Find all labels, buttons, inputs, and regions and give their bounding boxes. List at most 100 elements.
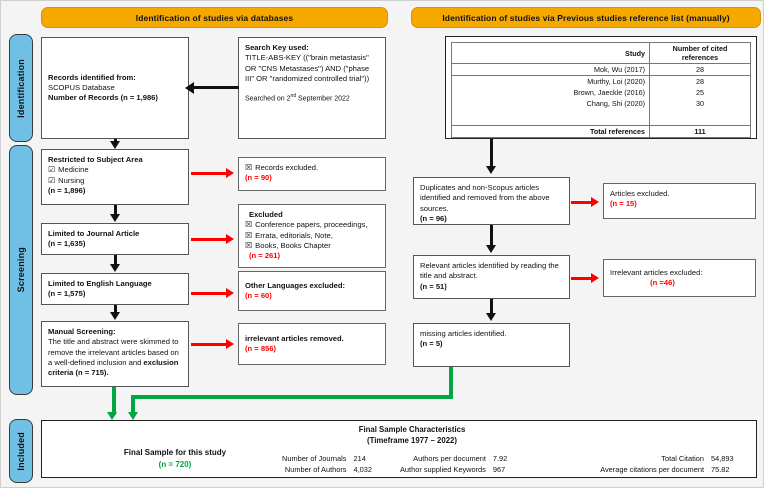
arrowhead-right <box>226 287 234 298</box>
connector-relevant-to-excluded <box>571 277 593 280</box>
stage-screening-text: Screening <box>16 247 26 293</box>
checked-box-icon: ☑ <box>48 165 56 175</box>
stat-label: Number of Authors <box>284 465 347 475</box>
records-identified-source: SCOPUS Database <box>48 82 115 92</box>
arrowhead-down <box>486 313 496 321</box>
box-manual-screening: Manual Screening: The title and abstract… <box>41 321 189 387</box>
records-excluded-count: (n = 90) <box>245 173 272 183</box>
journal-article-title: Limited to Journal Article <box>48 229 140 238</box>
stage-label-screening: Screening <box>9 145 33 395</box>
subject-area-title: Restricted to Subject Area <box>48 155 143 164</box>
subject-area-item-0: Medicine <box>58 165 89 175</box>
excluded-types-item-0: Conference papers, proceedings, <box>255 220 368 230</box>
other-languages-label: Other Languages excluded: <box>245 280 346 290</box>
final-sample-panel: Final Sample for this study (n = 720) Fi… <box>41 420 757 478</box>
stat-label: Author supplied Keywords <box>400 465 486 475</box>
table-header-row: Study Number of cited references <box>451 42 751 64</box>
articles-excluded-label: Articles excluded. <box>610 189 670 198</box>
stat-value: 75.82 <box>711 465 730 475</box>
box-irrelevant-removed: irrelevant articles removed. (n = 856) <box>238 323 386 365</box>
arrowhead-right <box>226 167 234 178</box>
english-language-count: (n = 1,575) <box>48 289 86 299</box>
box-articles-excluded: Articles excluded. (n = 15) <box>603 183 756 219</box>
stat-value: 4,032 <box>353 465 373 475</box>
stat-label: Average citations per document <box>600 465 704 475</box>
box-duplicates-removed: Duplicates and non-Scopus articles ident… <box>413 177 570 225</box>
stat-group-3: Total Citation Average citations per doc… <box>507 453 748 475</box>
arrowhead-down <box>486 166 496 174</box>
arrowhead-down <box>109 264 120 272</box>
checked-box-icon: ☑ <box>48 175 56 185</box>
final-title-line2: (Timeframe 1977 – 2022) <box>366 435 457 445</box>
stage-label-included: Included <box>9 419 33 483</box>
connector-english-to-excluded <box>191 292 227 295</box>
stage-identification-text: Identification <box>16 58 26 118</box>
reference-table-wrapper: Study Number of cited references Mok, Wu… <box>445 36 757 139</box>
cell-cited: 30 <box>649 98 751 109</box>
records-identified-count: Number of Records (n = 1,986) <box>48 93 158 103</box>
connector-journal-to-english <box>113 255 117 265</box>
cell-cited: 28 <box>649 63 751 76</box>
arrowhead-down <box>109 141 120 149</box>
connector-manual-to-removed <box>191 343 227 346</box>
excluded-types-list: ☒Conference papers, proceedings, ☒Errata… <box>245 220 379 251</box>
cell-study: Mok, Wu (2017) <box>451 63 650 76</box>
excluded-types-count: (n = 261) <box>249 251 281 260</box>
journal-article-count: (n = 1,635) <box>48 239 86 249</box>
records-excluded-list: ☒Records excluded. <box>245 163 379 173</box>
table-row: Brown, Jaeckle (2016) 25 <box>451 87 751 98</box>
manual-screening-title: Manual Screening: <box>48 327 116 336</box>
box-irrelevant-excluded: Irrelevant articles excluded: (n =46) <box>603 259 756 297</box>
excluded-types-title: Excluded <box>249 210 283 219</box>
arrowhead-left <box>185 81 194 94</box>
header-databases-label: Identification of studies via databases <box>135 12 294 23</box>
list-item: ☒Books, Books Chapter <box>245 241 379 251</box>
list-item: ☒Records excluded. <box>245 163 379 173</box>
crossed-box-icon: ☒ <box>245 240 253 250</box>
search-key-body: TITLE-ABS-KEY (("brain metastasis" OR "C… <box>245 53 370 83</box>
search-key-date-prefix: Searched on 2 <box>245 95 291 103</box>
search-key-date-rest: September 2022 <box>296 95 350 103</box>
stat-value: 54,893 <box>711 454 734 463</box>
irrelevant-removed-label: irrelevant articles removed. <box>245 333 344 343</box>
stat-group-2: Authors per document Author supplied Key… <box>400 453 507 475</box>
duplicates-body: Duplicates and non-Scopus articles ident… <box>420 183 550 213</box>
stat-label: Total Citation <box>661 454 704 463</box>
irrelevant-excluded-count: (n =46) <box>650 278 675 287</box>
search-key-date: Searched on 2nd September 2022 <box>245 93 379 104</box>
manual-screening-body: The title and abstract were skimmed to r… <box>48 337 182 378</box>
column-header-study: Study <box>451 42 650 64</box>
box-relevant-articles: Relevant articles identified by reading … <box>413 255 570 299</box>
stage-label-identification: Identification <box>9 34 33 142</box>
arrowhead-right <box>226 233 234 244</box>
column-header-cited: Number of cited references <box>649 42 751 64</box>
relevant-count: (n = 51) <box>420 281 447 291</box>
records-identified-title: Records identified from: <box>48 72 136 82</box>
final-sample-left: Final Sample for this study (n = 720) <box>90 447 260 471</box>
table-row: Chang, Shi (2020) 30 <box>451 98 751 109</box>
green-connector-manual-to-final <box>112 387 116 415</box>
excluded-types-item-1: Errata, editorials, Note, <box>255 230 333 240</box>
list-item: ☒Conference papers, proceedings, <box>245 220 379 230</box>
cell-study: Chang, Shi (2020) <box>451 98 650 109</box>
table-row: Murthy, Loi (2020) 28 <box>451 75 751 87</box>
cell-cited: 25 <box>649 87 751 98</box>
green-connector-horizontal <box>131 395 453 399</box>
subject-area-list: ☑Medicine ☑Nursing <box>48 165 182 186</box>
arrowhead-down <box>486 245 496 253</box>
connector-duplicates-to-relevant <box>490 225 493 247</box>
final-sample-count: (n = 720) <box>158 460 192 469</box>
stat-label: Number of Journals <box>282 454 347 463</box>
stat-value: 214 <box>353 454 366 463</box>
reference-table: Study Number of cited references Mok, Wu… <box>451 42 751 138</box>
arrowhead-right <box>591 196 599 207</box>
irrelevant-excluded-label: Irrelevant articles excluded: <box>610 267 703 277</box>
box-missing-articles: missing articles identified. (n = 5) <box>413 323 570 367</box>
header-reference-list-label: Identification of studies via Previous s… <box>442 12 730 23</box>
connector-relevant-to-missing <box>490 299 493 315</box>
arrowhead-down-green <box>107 412 117 420</box>
search-key-title: Search Key used: <box>245 43 309 52</box>
arrowhead-down <box>109 312 120 320</box>
box-search-key: Search Key used: TITLE-ABS-KEY (("brain … <box>238 37 386 139</box>
